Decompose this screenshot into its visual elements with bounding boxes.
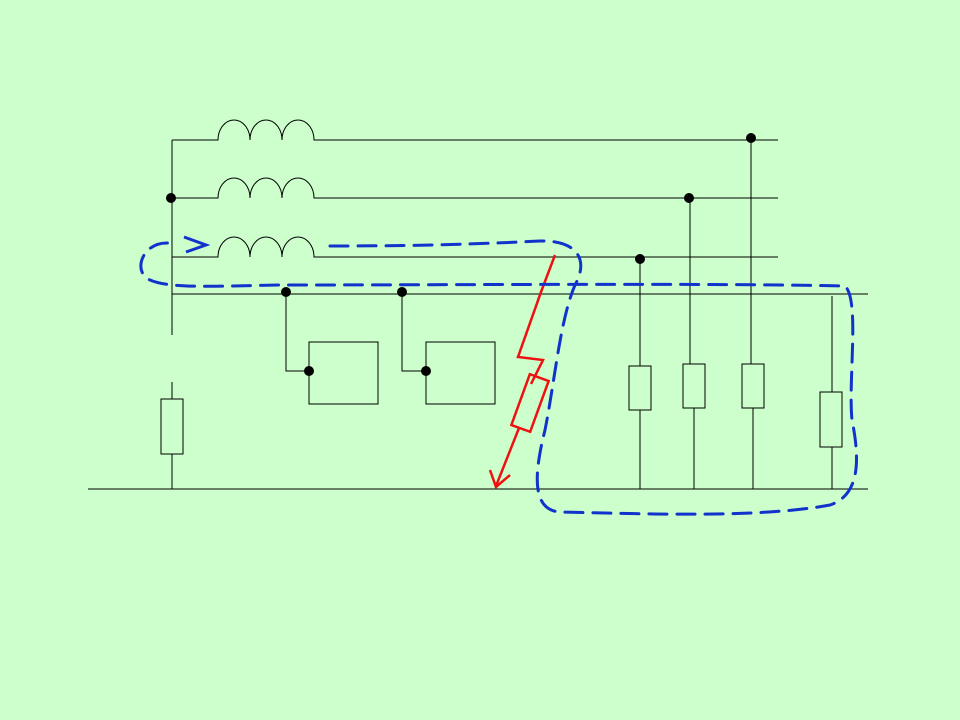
current-loop-path [139, 239, 858, 516]
fault-resistor [509, 372, 551, 434]
junction-nodes [166, 133, 756, 376]
junction-dot [635, 254, 645, 264]
phase-line-1 [172, 119, 778, 141]
load-phase-2 [682, 199, 706, 489]
load-n-resistor [819, 391, 843, 448]
load-phase-1 [741, 139, 765, 489]
current-loop [139, 235, 858, 516]
loop-arrowhead-icon [183, 235, 211, 254]
junction-dot [281, 287, 291, 297]
fault-resistor-body [509, 372, 551, 434]
winding-phase-2 [172, 177, 778, 199]
junction-dot [684, 193, 694, 203]
load-phase-3 [628, 259, 652, 489]
winding-phase-1 [172, 119, 778, 141]
phase-windings [172, 119, 778, 258]
winding-phase-3 [172, 236, 778, 258]
load-neutral [819, 296, 843, 489]
junction-dot [166, 193, 176, 203]
fault-arrowhead-icon [488, 469, 511, 490]
device-1-lead [285, 292, 309, 372]
junction-dot [397, 287, 407, 297]
junction-dot [421, 366, 431, 376]
junction-dot [746, 133, 756, 143]
source-grounding-resistor [160, 382, 184, 489]
fault-zigzag [516, 254, 557, 385]
junction-dot [304, 366, 314, 376]
fault-lead [494, 427, 521, 487]
phase-line-3 [172, 236, 778, 258]
fault-path [488, 254, 557, 490]
phase-line-2 [172, 177, 778, 199]
device-2-lead [401, 292, 426, 372]
